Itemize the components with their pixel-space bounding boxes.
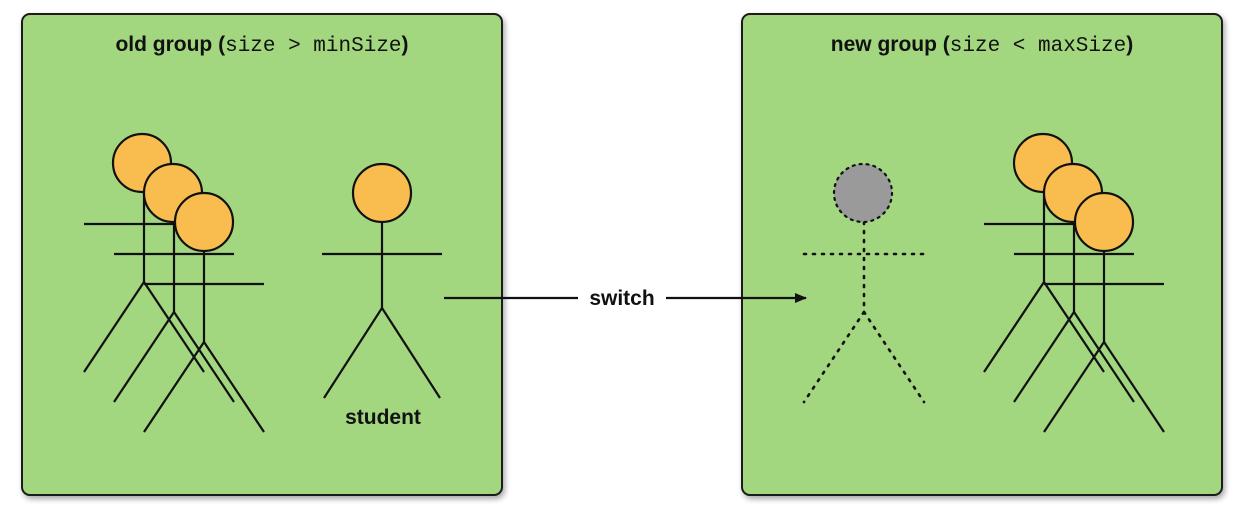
old-group-member-3-head — [173, 191, 235, 253]
student-label: student — [345, 406, 421, 429]
switch-arrow: switch — [444, 287, 807, 310]
ghost-figure — [802, 162, 926, 404]
student-head — [351, 162, 413, 224]
new-group-box: new group (size < maxSize) — [741, 13, 1223, 496]
ghost-head — [832, 162, 894, 224]
new-group-member-3-head — [1073, 191, 1135, 253]
old-group-member-2 — [113, 162, 235, 403]
old-group-member-3 — [143, 191, 265, 433]
new-group-member-3 — [1043, 191, 1165, 433]
old-group-title: old group (size > minSize) — [115, 33, 408, 58]
new-group-title: new group (size < maxSize) — [831, 33, 1133, 58]
new-group-rect — [741, 13, 1223, 496]
student-figure: student — [322, 162, 442, 429]
switch-label: switch — [589, 287, 654, 310]
